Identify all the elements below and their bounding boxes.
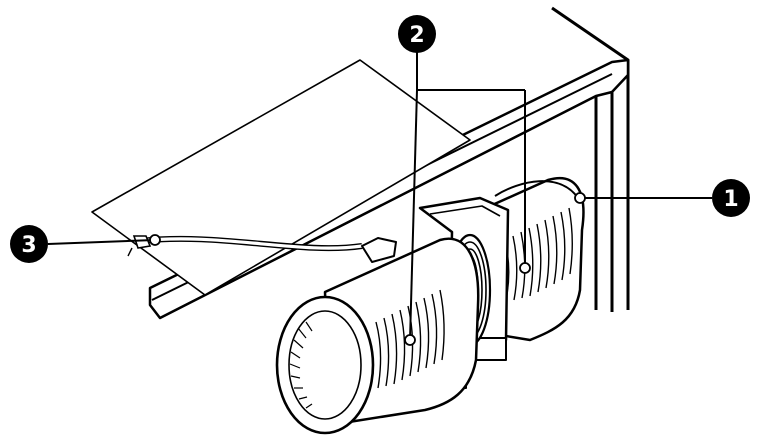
callout-3: 3 xyxy=(10,225,48,263)
front-blower-housing xyxy=(275,237,480,435)
inlet-fan-blades xyxy=(289,321,313,409)
callout-2: 2 xyxy=(398,15,436,53)
leader-line-3 xyxy=(47,239,156,245)
callout-leaders xyxy=(47,52,712,346)
power-cable xyxy=(127,235,363,257)
callout-3-number: 3 xyxy=(21,233,36,258)
callout-1: 1 xyxy=(712,179,750,217)
callout-2-number: 2 xyxy=(409,23,424,48)
callout-1-number: 1 xyxy=(723,187,738,212)
blower-assembly xyxy=(275,177,585,435)
front-fan-vents xyxy=(375,289,445,389)
